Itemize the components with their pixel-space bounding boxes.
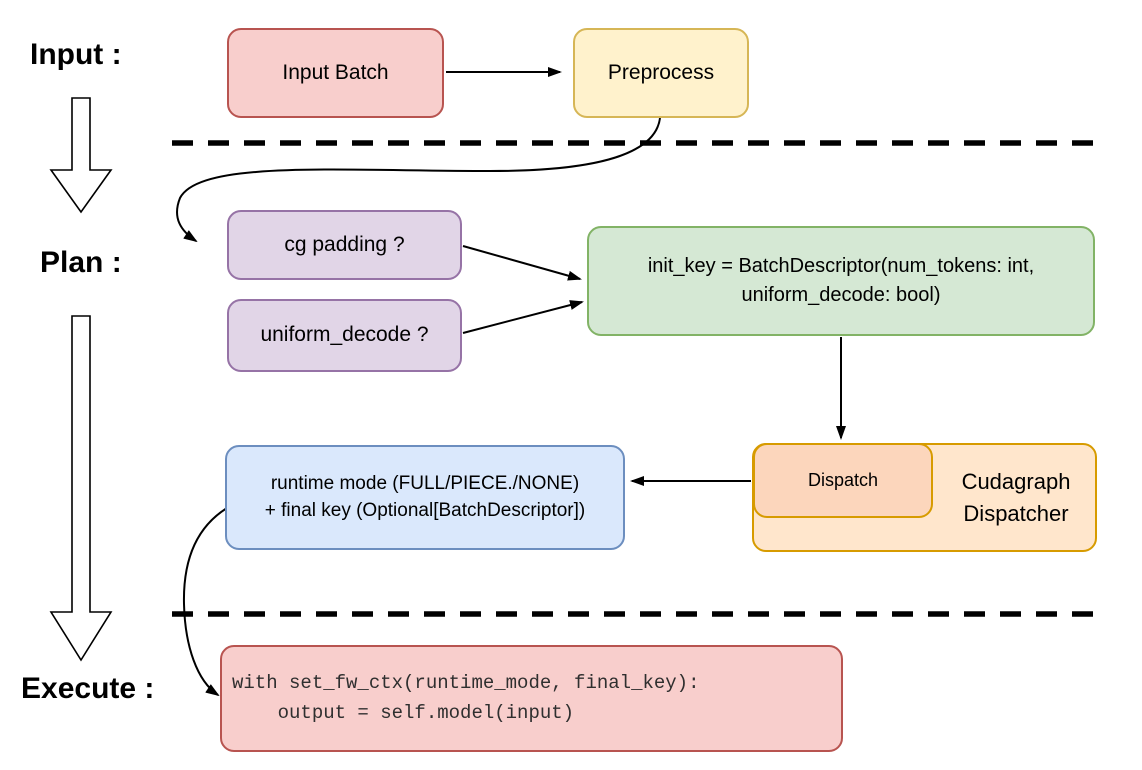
preprocess-label: Preprocess [607,60,715,84]
input-to-plan-block-arrow [49,97,113,214]
cudagraph-label-line1: Cudagraph [961,468,1071,494]
preprocess-node: Preprocess [573,28,749,118]
execute-code-line1: with set_fw_ctx(runtime_mode, final_key)… [232,672,700,695]
input-batch-node: Input Batch [227,28,444,118]
cg-padding-node: cg padding ? [227,210,462,280]
section-label-input: Input : [30,38,122,71]
section-label-execute: Execute : [21,672,155,705]
arrow-cgpadding-to-initkey [462,245,582,281]
execute-code-line2: output = self.model(input) [232,701,575,724]
arrow-uniformdecode-to-initkey [462,300,584,334]
execute-code-node: with set_fw_ctx(runtime_mode, final_key)… [220,645,843,752]
init-key-line1: init_key = BatchDescriptor(num_tokens: i… [647,255,1035,277]
runtime-mode-line2: + final key (Optional[BatchDescriptor]) [264,499,586,521]
init-key-node: init_key = BatchDescriptor(num_tokens: i… [587,226,1095,336]
input-batch-label: Input Batch [282,60,389,84]
arrow-preprocess-to-cgpadding [176,117,661,243]
runtime-mode-line1: runtime mode (FULL/PIECE./NONE) [270,472,580,494]
cudagraph-dispatcher-label: Cudagraph Dispatcher [936,445,1096,550]
runtime-mode-node: runtime mode (FULL/PIECE./NONE) + final … [225,445,625,550]
dispatch-node: Dispatch [753,443,933,518]
dispatch-label: Dispatch [807,470,879,491]
plan-to-execute-block-arrow [49,315,113,662]
arrow-runtimemode-to-execute [182,507,228,697]
cudagraph-label-line2: Dispatcher [963,500,1069,526]
section-label-plan: Plan : [40,246,122,279]
cg-padding-label: cg padding ? [284,232,405,256]
uniform-decode-node: uniform_decode ? [227,299,462,372]
init-key-line2: uniform_decode: bool) [741,284,941,306]
uniform-decode-label: uniform_decode ? [260,323,429,347]
